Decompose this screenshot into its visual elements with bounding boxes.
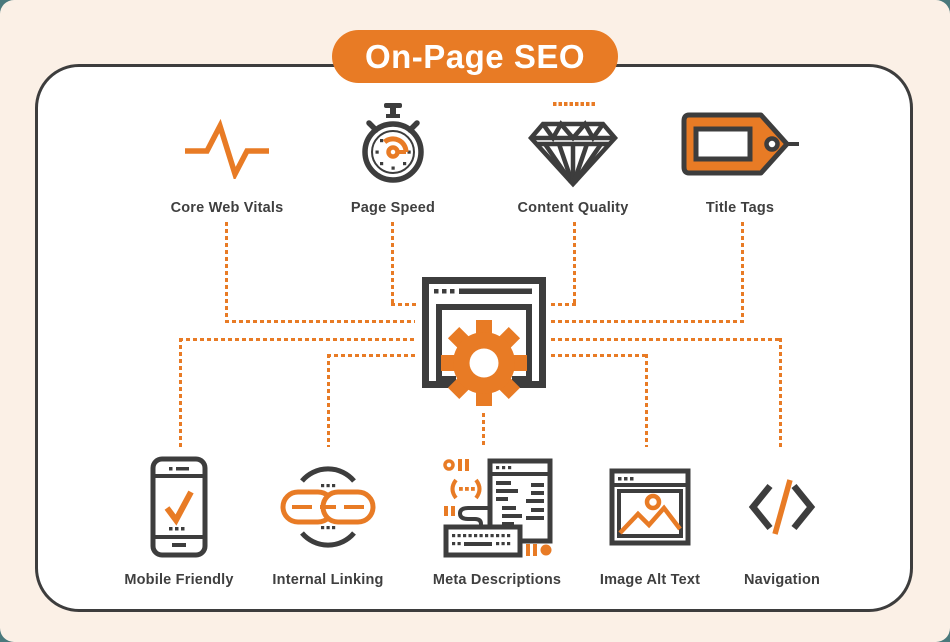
phone-check-icon xyxy=(150,450,208,564)
connector xyxy=(391,222,394,306)
connector xyxy=(179,338,415,341)
connector xyxy=(391,303,417,306)
connector xyxy=(741,222,744,323)
pulse-line-icon xyxy=(179,96,275,192)
node-meta-descriptions: Meta Descriptions xyxy=(417,450,577,588)
connector xyxy=(551,338,782,341)
node-image-alt-text: Image Alt Text xyxy=(570,450,730,588)
node-navigation: Navigation xyxy=(702,450,862,588)
code-brackets-icon xyxy=(746,450,818,564)
connector xyxy=(327,354,330,447)
browser-gear-icon xyxy=(422,277,546,411)
title-badge: On-Page SEO xyxy=(332,30,618,83)
node-label: Internal Linking xyxy=(272,572,384,588)
connector xyxy=(225,222,228,323)
price-tag-icon xyxy=(679,96,801,192)
connector xyxy=(645,354,648,447)
connector xyxy=(551,303,576,306)
node-title-tags: Title Tags xyxy=(660,96,820,216)
node-label: Title Tags xyxy=(705,200,775,216)
node-label: Core Web Vitals xyxy=(170,200,284,216)
node-label: Navigation xyxy=(743,572,821,588)
node-label: Page Speed xyxy=(350,200,436,216)
chain-links-icon xyxy=(278,450,378,564)
connector xyxy=(573,222,576,306)
node-label: Meta Descriptions xyxy=(432,572,562,588)
connector xyxy=(551,320,744,323)
connector xyxy=(779,338,782,447)
page-title: On-Page SEO xyxy=(364,37,586,75)
node-label: Mobile Friendly xyxy=(124,572,234,588)
node-label: Image Alt Text xyxy=(599,572,701,588)
connector xyxy=(551,354,648,357)
node-core-web-vitals: Core Web Vitals xyxy=(147,96,307,216)
connector xyxy=(482,413,485,447)
node-internal-linking: Internal Linking xyxy=(248,450,408,588)
node-mobile-friendly: Mobile Friendly xyxy=(99,450,259,588)
code-keyboard-document-icon xyxy=(438,450,556,564)
stopwatch-icon xyxy=(356,96,430,192)
diamond-icon xyxy=(527,96,619,192)
node-label: Content Quality xyxy=(517,200,629,216)
connector xyxy=(225,320,415,323)
node-page-speed: Page Speed xyxy=(313,96,473,216)
connector xyxy=(179,338,182,447)
browser-image-icon xyxy=(609,450,691,564)
connector xyxy=(327,354,415,357)
node-content-quality: Content Quality xyxy=(493,96,653,216)
